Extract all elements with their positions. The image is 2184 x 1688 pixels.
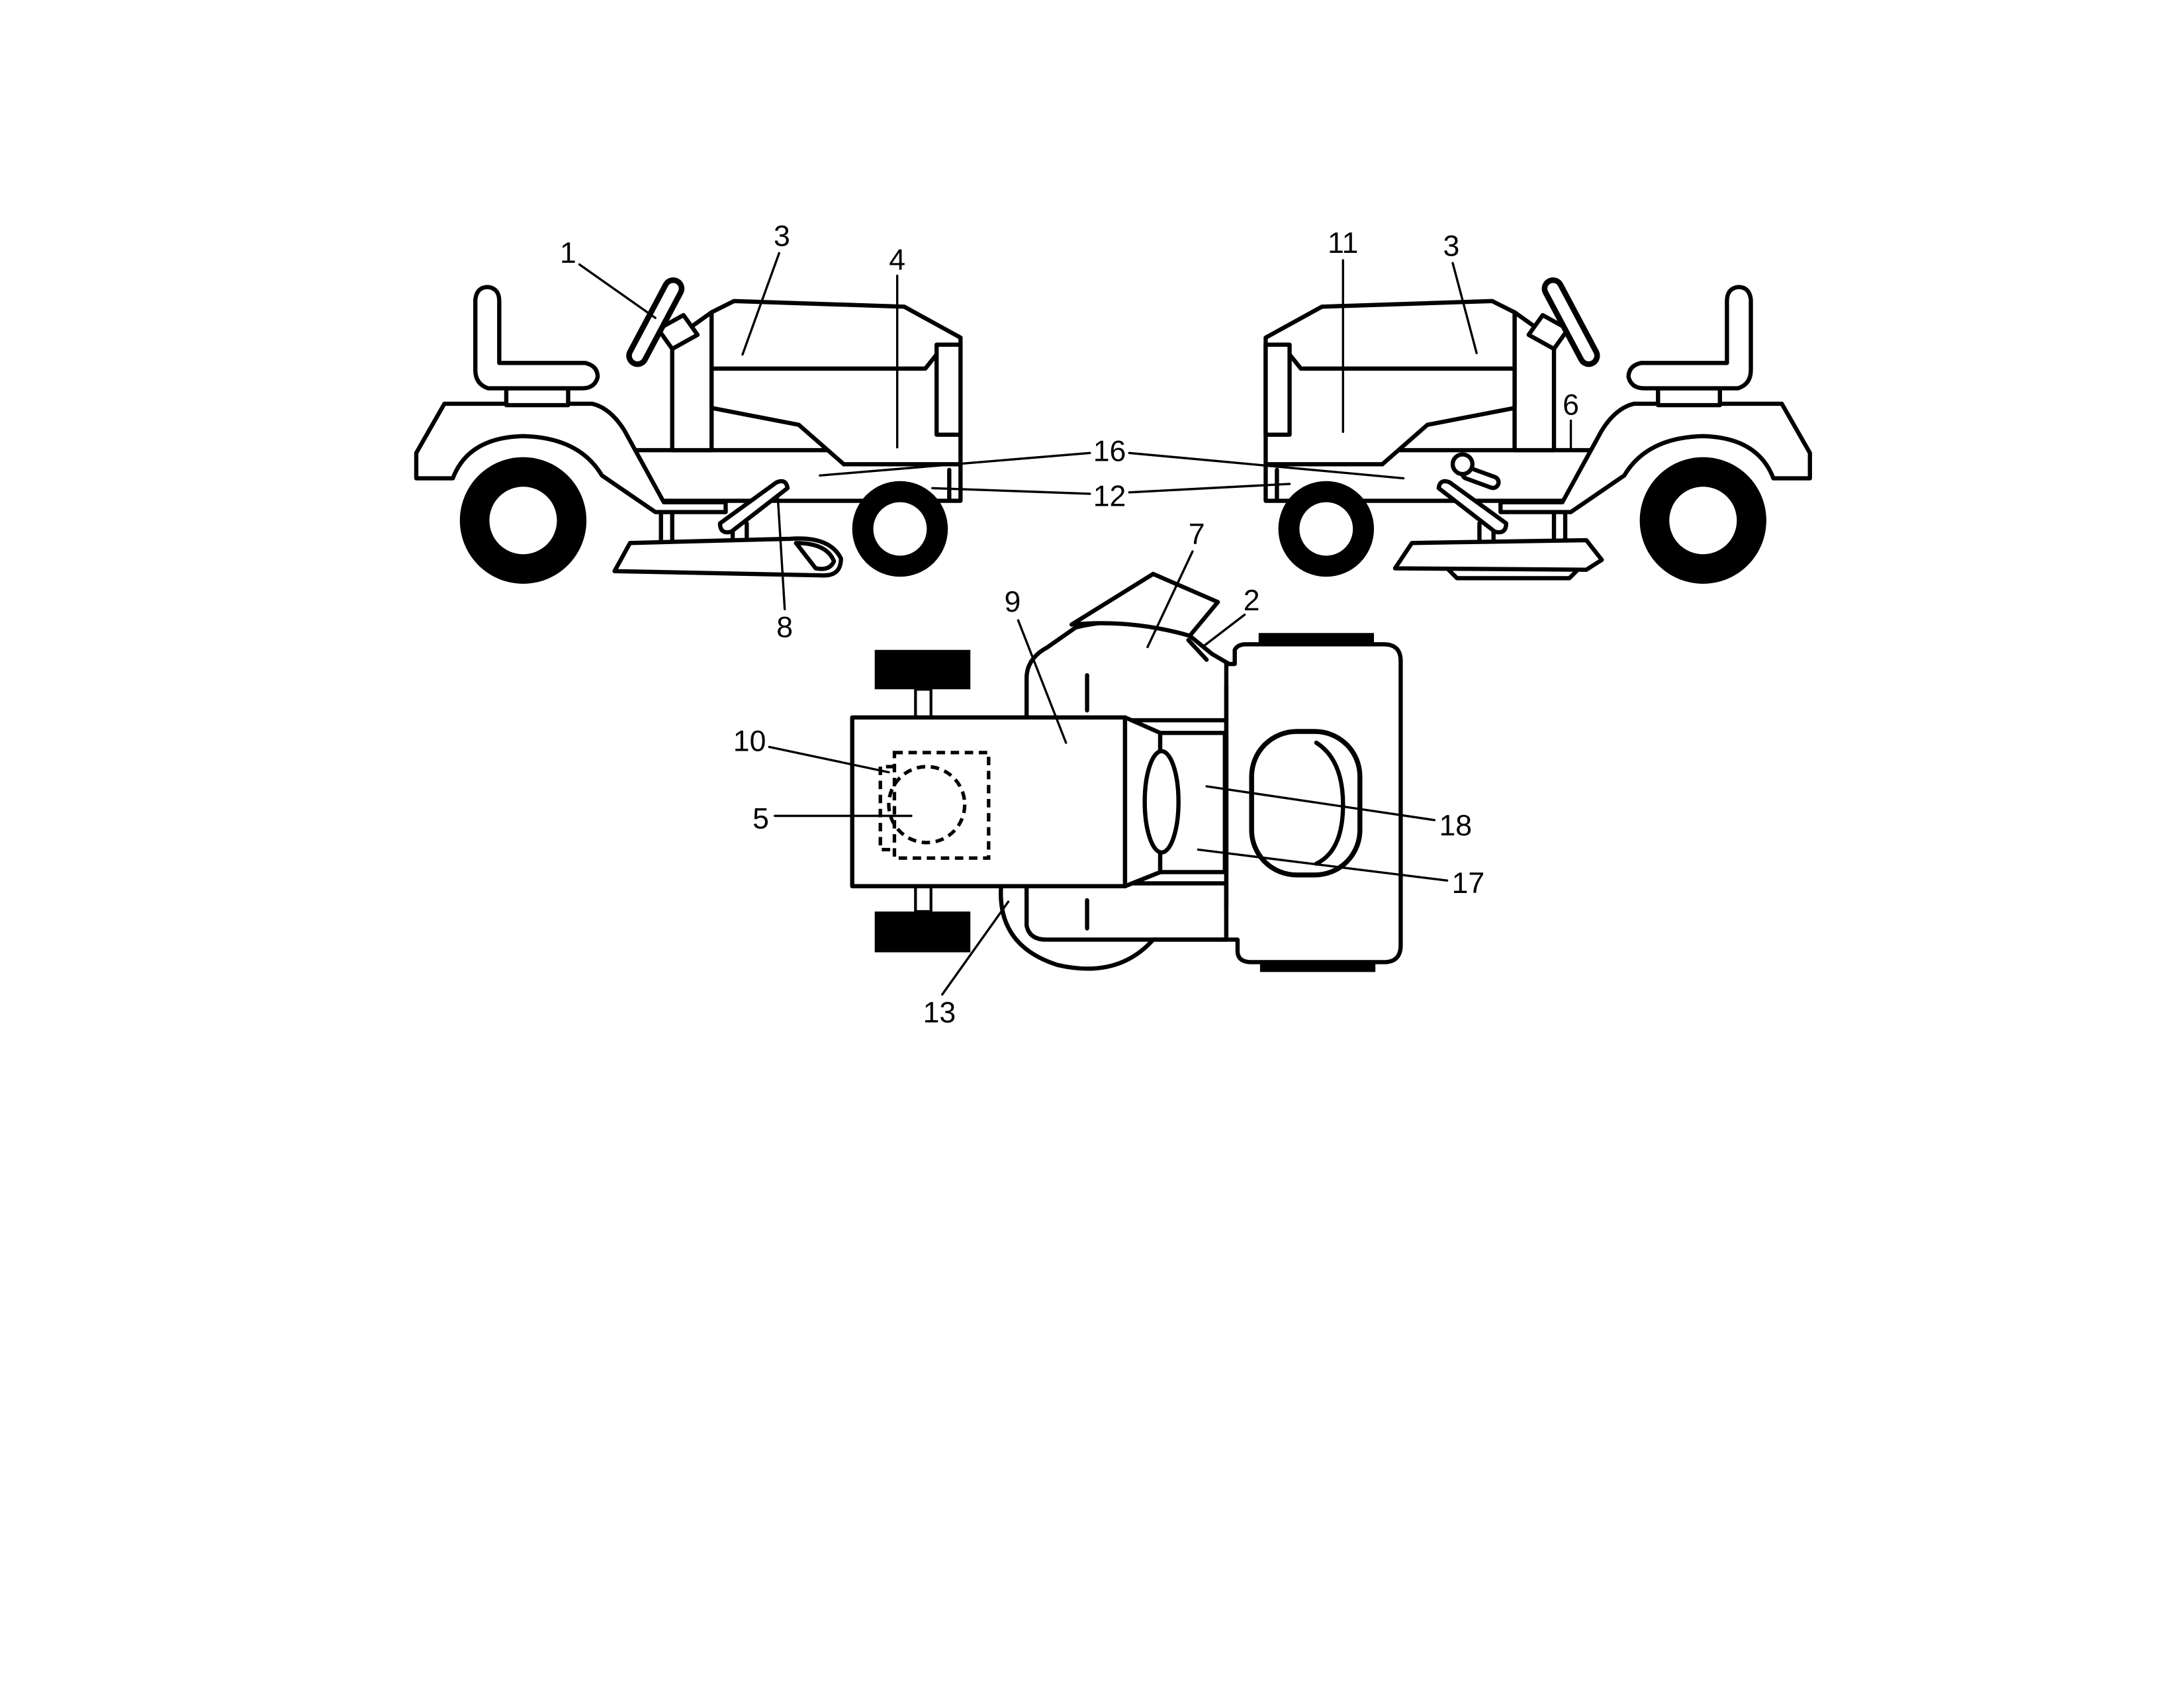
chute-edge: [1186, 637, 1209, 662]
leader-line-10: [768, 745, 890, 774]
hood: [709, 299, 963, 467]
leader-line-17: [1197, 848, 1449, 882]
rear-hub: [489, 487, 557, 555]
callout-label-17: 17: [1452, 867, 1485, 900]
dash-console: [1142, 749, 1181, 855]
front-hub: [873, 502, 927, 556]
leader-line-13: [940, 900, 1010, 996]
seat-outline-dashed: [892, 751, 991, 860]
rear-fender: [414, 401, 728, 514]
fuel-cap-dashed: [887, 765, 967, 845]
tractor-right-extras: [1450, 452, 1501, 491]
callout-label-6: 6: [1563, 389, 1579, 422]
front-wheel: [1278, 481, 1375, 577]
grille: [934, 342, 963, 437]
deck-lower-inner: [1024, 884, 1229, 942]
deck-skirt: [1446, 567, 1580, 581]
leader-line-3-left: [741, 252, 780, 356]
rear-axle-bottom: [914, 884, 933, 914]
steering-wheel-top: [1249, 729, 1363, 878]
front-tire-bottom: [1259, 962, 1376, 972]
tractor-right-body: [1263, 277, 1812, 584]
leader-line-16-right: [1128, 451, 1405, 480]
callout-label-7: 7: [1189, 518, 1205, 551]
tractor-top-view: [850, 571, 1403, 972]
rear-wheel: [1639, 457, 1766, 584]
front-wheel: [852, 481, 948, 577]
rear-tire-bottom: [874, 911, 971, 953]
steering-wheel-rim: [1314, 740, 1345, 866]
pedal: [1436, 479, 1508, 535]
rear-hub: [1669, 487, 1737, 555]
leader-line-12-right: [1128, 483, 1291, 494]
callout-label-12: 12: [1093, 481, 1126, 513]
front-hub: [1299, 502, 1353, 556]
pedal: [717, 479, 790, 535]
dash-tower: [1512, 310, 1557, 453]
leader-line-3-right: [1451, 261, 1478, 355]
seat-base: [1656, 386, 1722, 408]
hood-crease: [709, 352, 939, 371]
leader-line-9: [1017, 619, 1068, 744]
leader-line-8: [776, 494, 786, 610]
hood: [1263, 299, 1517, 467]
steering-wheel: [626, 277, 685, 367]
seat-edge-dashed: [878, 765, 895, 852]
callout-label-10: 10: [733, 725, 766, 757]
leader-line-2: [1201, 613, 1246, 649]
mower-deck-left: [612, 536, 843, 578]
seat-base: [504, 386, 570, 408]
leader-line-1: [578, 263, 657, 319]
callout-label-2: 2: [1244, 585, 1260, 617]
callout-label-18: 18: [1439, 810, 1472, 842]
callout-label-3-right: 3: [1443, 230, 1460, 262]
rear-fender: [1498, 401, 1812, 514]
callout-label-11: 11: [1328, 227, 1358, 259]
hood-crease: [1287, 352, 1517, 371]
leader-line-12-left: [931, 487, 1091, 495]
rear-axle-top: [914, 688, 933, 719]
callout-label-1: 1: [560, 237, 576, 269]
rear-tire-top: [874, 649, 971, 690]
grille: [1263, 342, 1292, 437]
callout-label-5: 5: [752, 802, 769, 835]
deck-lower: [999, 881, 1229, 971]
steering-column: [656, 312, 700, 352]
deck-upper: [1024, 620, 1232, 723]
callout-label-9: 9: [1005, 586, 1021, 618]
discharge-chute: [1069, 571, 1220, 638]
mower-deck-right: [1392, 538, 1604, 581]
lever-knob: [1450, 452, 1475, 477]
leader-line-7: [1146, 550, 1194, 649]
discharge-chute: [794, 541, 837, 571]
steering-wheel: [1541, 277, 1600, 367]
callout-label-16: 16: [1093, 436, 1126, 468]
callout-label-3-left: 3: [774, 220, 790, 253]
seat: [473, 285, 600, 391]
rear-wheel: [459, 457, 587, 584]
steering-column: [1526, 312, 1570, 352]
callout-labels: 1 3 4 11 3 6 16 12 8 7 2 9 10 5 18 17 13: [560, 220, 1579, 1029]
callout-label-13: 13: [923, 996, 956, 1029]
tractor-right-side-view: [1263, 277, 1812, 584]
callout-label-4: 4: [889, 244, 905, 277]
deck-housing: [612, 536, 843, 578]
front-tire-top: [1258, 633, 1375, 645]
deck-housing: [1392, 538, 1604, 572]
leader-lines: [578, 252, 1572, 996]
leader-line-18: [1205, 785, 1436, 821]
dash-tower: [670, 310, 714, 453]
callout-label-8: 8: [776, 611, 793, 643]
tractor-left-side-view: [414, 277, 963, 584]
seat: [1626, 285, 1753, 391]
leader-line-16-left: [819, 451, 1091, 477]
